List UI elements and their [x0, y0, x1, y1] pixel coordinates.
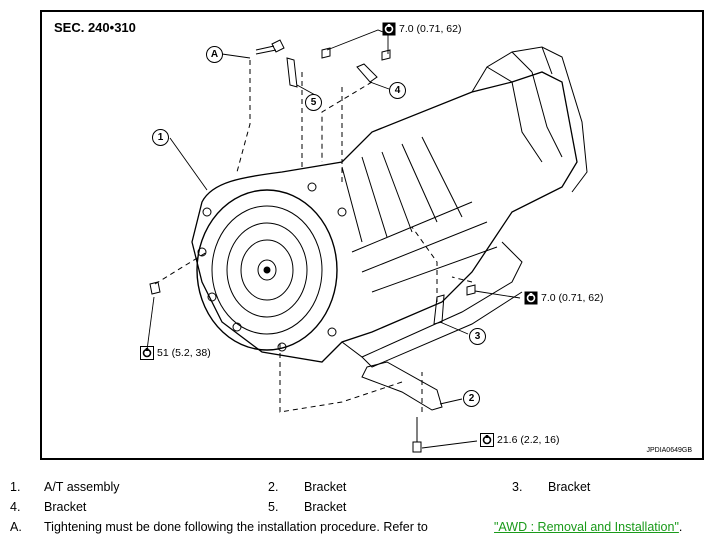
torque-wrench-icon [140, 346, 154, 360]
diagram-frame: SEC. 240•310 [40, 10, 704, 460]
callout-2: 2 [463, 390, 480, 407]
torque-value-bottom: 21.6 (2.2, 16) [497, 434, 560, 446]
torque-label-top: 7.0 (0.71, 62) [382, 22, 461, 36]
callout-1: 1 [152, 129, 169, 146]
callout-5: 5 [305, 94, 322, 111]
torque-value-left: 51 (5.2, 38) [157, 347, 211, 359]
torque-label-left: 51 (5.2, 38) [140, 346, 211, 360]
transmission-illustration [146, 29, 588, 453]
torque-value-right: 7.0 (0.71, 62) [541, 292, 604, 304]
image-code: JPDIA0649GB [646, 447, 692, 454]
torque-wrench-icon [382, 22, 396, 36]
note-suffix: . [678, 520, 683, 534]
torque-label-bottom: 21.6 (2.2, 16) [480, 433, 559, 447]
callout-4: 4 [389, 82, 406, 99]
torque-wrench-icon [480, 433, 494, 447]
callout-3: 3 [469, 328, 486, 345]
torque-label-right: 7.0 (0.71, 62) [524, 291, 603, 305]
torque-value-top: 7.0 (0.71, 62) [399, 23, 462, 35]
awd-removal-link[interactable]: "AWD : Removal and Installation" [494, 520, 679, 534]
section-label: SEC. 240•310 [54, 20, 136, 35]
callout-a: A [206, 46, 223, 63]
torque-wrench-icon [524, 291, 538, 305]
